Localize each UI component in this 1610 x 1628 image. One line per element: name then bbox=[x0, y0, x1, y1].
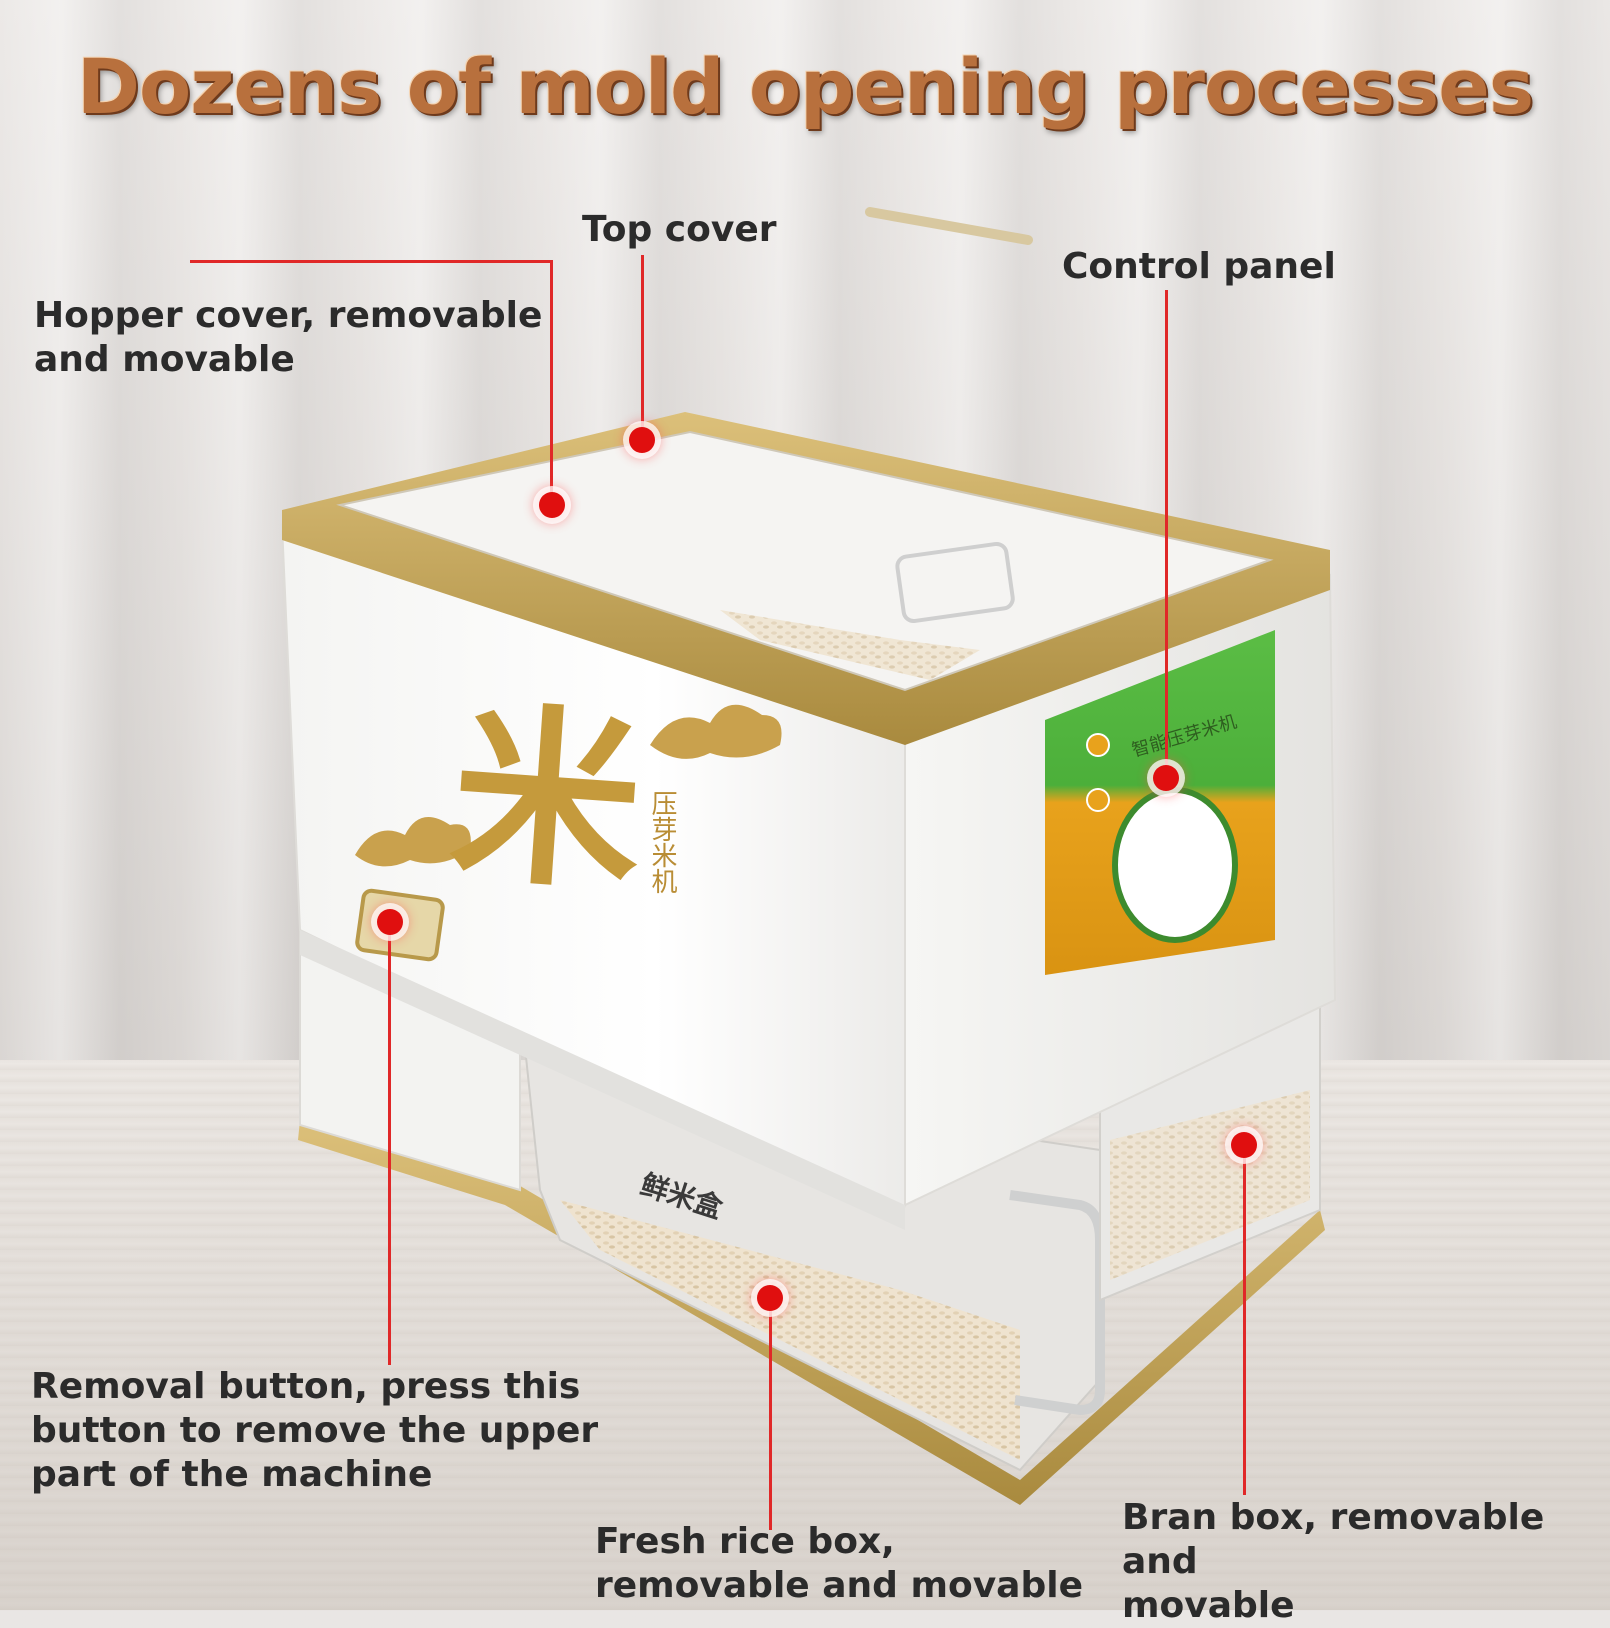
label-control-panel-text: Control panel bbox=[1062, 246, 1336, 287]
marker-bran-box bbox=[1231, 1132, 1257, 1158]
leader-hopper-horizontal bbox=[190, 260, 552, 263]
label-removal-button-line1: Removal button, press this bbox=[31, 1366, 581, 1407]
label-top-cover: Top cover bbox=[582, 208, 777, 252]
top-cover-glass bbox=[336, 430, 1274, 692]
hopper-rice bbox=[720, 610, 980, 680]
marker-fresh-rice-box bbox=[757, 1285, 783, 1311]
leader-bran-box bbox=[1243, 1145, 1246, 1495]
marker-removal-button bbox=[377, 909, 403, 935]
bran-pile bbox=[1110, 1090, 1310, 1280]
leader-control-panel bbox=[1165, 290, 1168, 775]
front-lower-band bbox=[300, 930, 905, 1230]
cloud-ornament-right bbox=[650, 704, 782, 759]
label-top-cover-text: Top cover bbox=[582, 209, 777, 250]
label-bran-box: Bran box, removable and movable bbox=[1122, 1496, 1610, 1628]
control-window bbox=[1112, 787, 1238, 943]
front-character: 米 bbox=[444, 681, 650, 918]
page-title: Dozens of mold opening processes bbox=[76, 42, 1534, 131]
label-bran-box-line1: Bran box, removable and bbox=[1122, 1497, 1545, 1582]
label-fresh-rice-box-line2: removable and movable bbox=[595, 1565, 1083, 1606]
label-bran-box-line2: movable bbox=[1122, 1585, 1295, 1626]
start-button-dot bbox=[1086, 788, 1110, 812]
label-removal-button-line2: button to remove the upper bbox=[31, 1410, 599, 1451]
leader-removal-button bbox=[388, 920, 391, 1365]
leader-top-cover bbox=[641, 255, 644, 438]
side-vertical-text: 压芽米机 bbox=[647, 790, 677, 894]
cloud-ornament-left bbox=[355, 817, 471, 867]
marker-control-panel bbox=[1153, 765, 1179, 791]
label-fresh-rice-box-line1: Fresh rice box, bbox=[595, 1521, 895, 1562]
label-hopper-cover: Hopper cover, removable and movable bbox=[34, 294, 542, 382]
leader-fresh-rice-box bbox=[769, 1298, 772, 1530]
label-removal-button-line3: part of the machine bbox=[31, 1454, 433, 1495]
label-fresh-rice-box: Fresh rice box, removable and movable bbox=[595, 1520, 1083, 1608]
hopper-scoop bbox=[895, 541, 1015, 624]
drawer-handle bbox=[1009, 1190, 1105, 1416]
label-hopper-cover-line2: and movable bbox=[34, 339, 295, 380]
fresh-rice-pile bbox=[560, 1200, 1020, 1460]
label-removal-button: Removal button, press this button to rem… bbox=[31, 1365, 598, 1497]
marker-hopper-cover bbox=[539, 492, 565, 518]
label-hopper-cover-line1: Hopper cover, removable bbox=[34, 295, 543, 336]
label-control-panel: Control panel bbox=[1062, 245, 1336, 289]
leader-hopper-vertical bbox=[550, 260, 553, 505]
power-button-dot bbox=[1086, 733, 1110, 757]
marker-top-cover bbox=[629, 427, 655, 453]
lid-handle-bar bbox=[865, 207, 1033, 245]
